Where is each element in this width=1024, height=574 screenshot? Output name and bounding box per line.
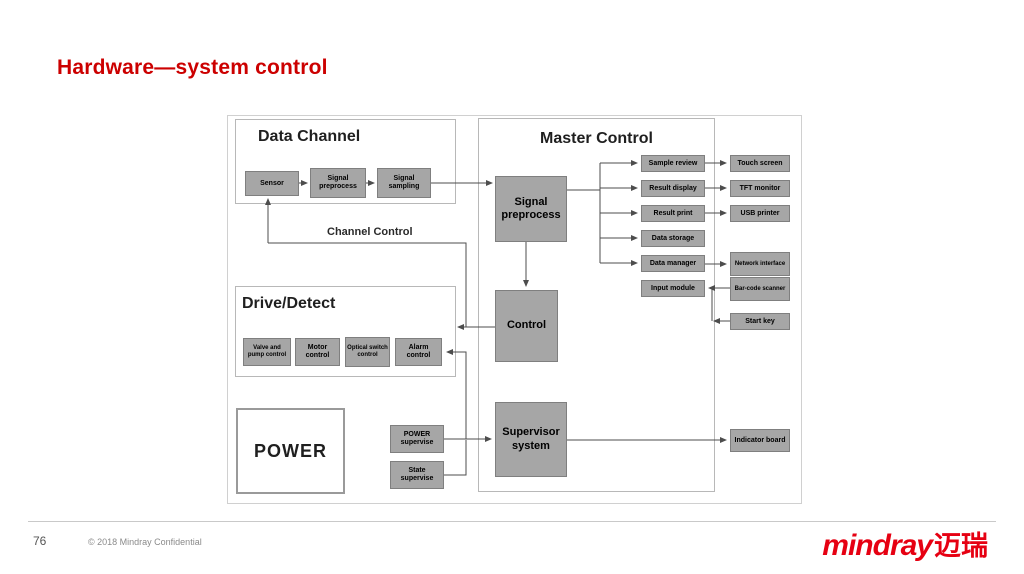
mindray-logo-latin: mindray [822,529,933,562]
node-valve-pump-control: Valve and pump control [243,338,291,366]
node-signal-preprocess-main: Signal preprocess [495,176,567,242]
page-number: 76 [33,534,47,548]
page-title: Hardware—system control [57,56,328,79]
node-supervisor-system: Supervisor system [495,402,567,477]
node-indicator-board: Indicator board [730,429,790,452]
node-power-supervise: POWER supervise [390,425,444,453]
node-barcode-scanner: Bar-code scanner [730,277,790,301]
node-alarm-control: Alarm control [395,338,442,366]
power-box: POWER [236,408,345,494]
mindray-logo: mindray 迈瑞 [822,524,988,563]
node-signal-sampling: Signal sampling [377,168,431,198]
node-usb-printer: USB printer [730,205,790,222]
node-tft-monitor: TFT monitor [730,180,790,197]
group-drive-detect-title: Drive/Detect [242,295,336,312]
node-network-interface: Network interface [730,252,790,276]
node-touch-screen: Touch screen [730,155,790,172]
node-state-supervise: State supervise [390,461,444,489]
group-master-control-title: Master Control [540,130,653,147]
node-control: Control [495,290,558,362]
node-data-storage: Data storage [641,230,705,247]
node-sensor: Sensor [245,171,299,196]
node-result-print: Result print [641,205,705,222]
mindray-logo-cjk: 迈瑞 [934,531,988,561]
footer-divider [28,521,996,522]
node-result-display: Result display [641,180,705,197]
node-start-key: Start key [730,313,790,330]
group-data-channel-title: Data Channel [258,128,361,145]
node-optical-switch-control: Optical switch control [345,337,390,367]
confidential-note: © 2018 Mindray Confidential [88,537,202,547]
node-signal-preprocess-small: Signal preprocess [310,168,366,198]
node-motor-control: Motor control [295,338,340,366]
node-input-module: Input module [641,280,705,297]
node-data-manager: Data manager [641,255,705,272]
channel-control-label: Channel Control [327,226,413,238]
node-sample-review: Sample review [641,155,705,172]
